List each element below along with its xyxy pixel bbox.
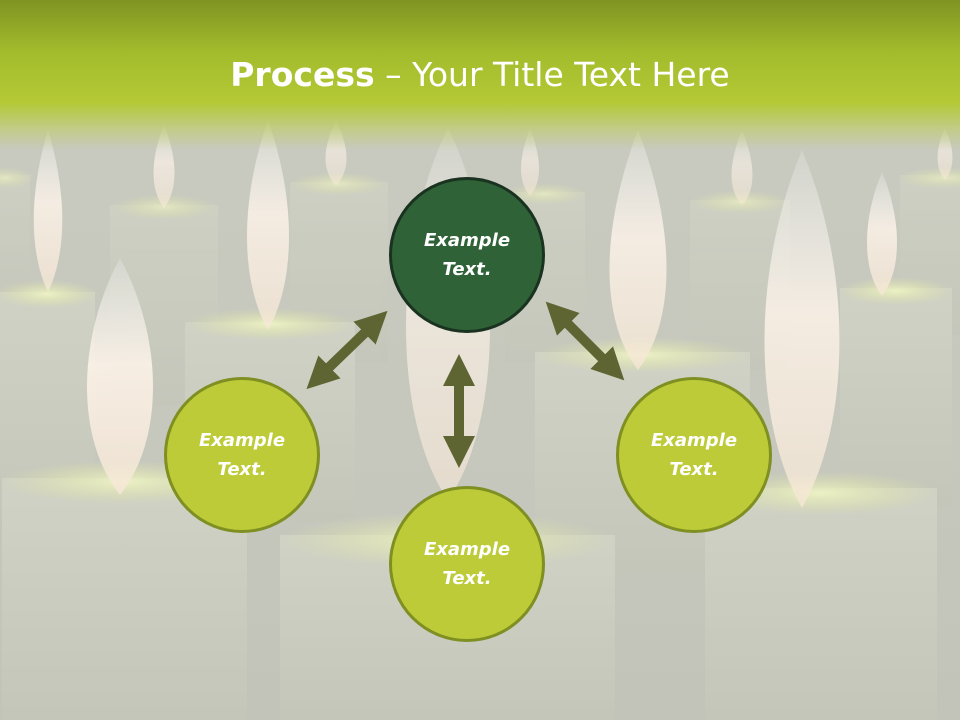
arrow-top-left — [306, 310, 388, 390]
title-rest: – Your Title Text Here — [374, 55, 730, 94]
node-top-line2: Text. — [442, 259, 492, 280]
node-left-line1: Example — [198, 430, 286, 451]
node-left-line2: Text. — [217, 459, 267, 480]
title-bar — [0, 0, 960, 150]
process-node-left: Example Text. — [164, 377, 320, 533]
slide-title: Process – Your Title Text Here — [0, 52, 960, 98]
node-bottom-line2: Text. — [442, 568, 492, 589]
node-right-line1: Example — [650, 430, 738, 451]
arrow-top-right — [545, 301, 625, 381]
process-node-top: Example Text. — [389, 177, 545, 333]
process-node-right: Example Text. — [616, 377, 772, 533]
node-bottom-line1: Example — [423, 539, 511, 560]
process-node-bottom: Example Text. — [389, 486, 545, 642]
title-bold: Process — [230, 55, 375, 94]
node-right-line2: Text. — [669, 459, 719, 480]
node-top-line1: Example — [423, 230, 511, 251]
